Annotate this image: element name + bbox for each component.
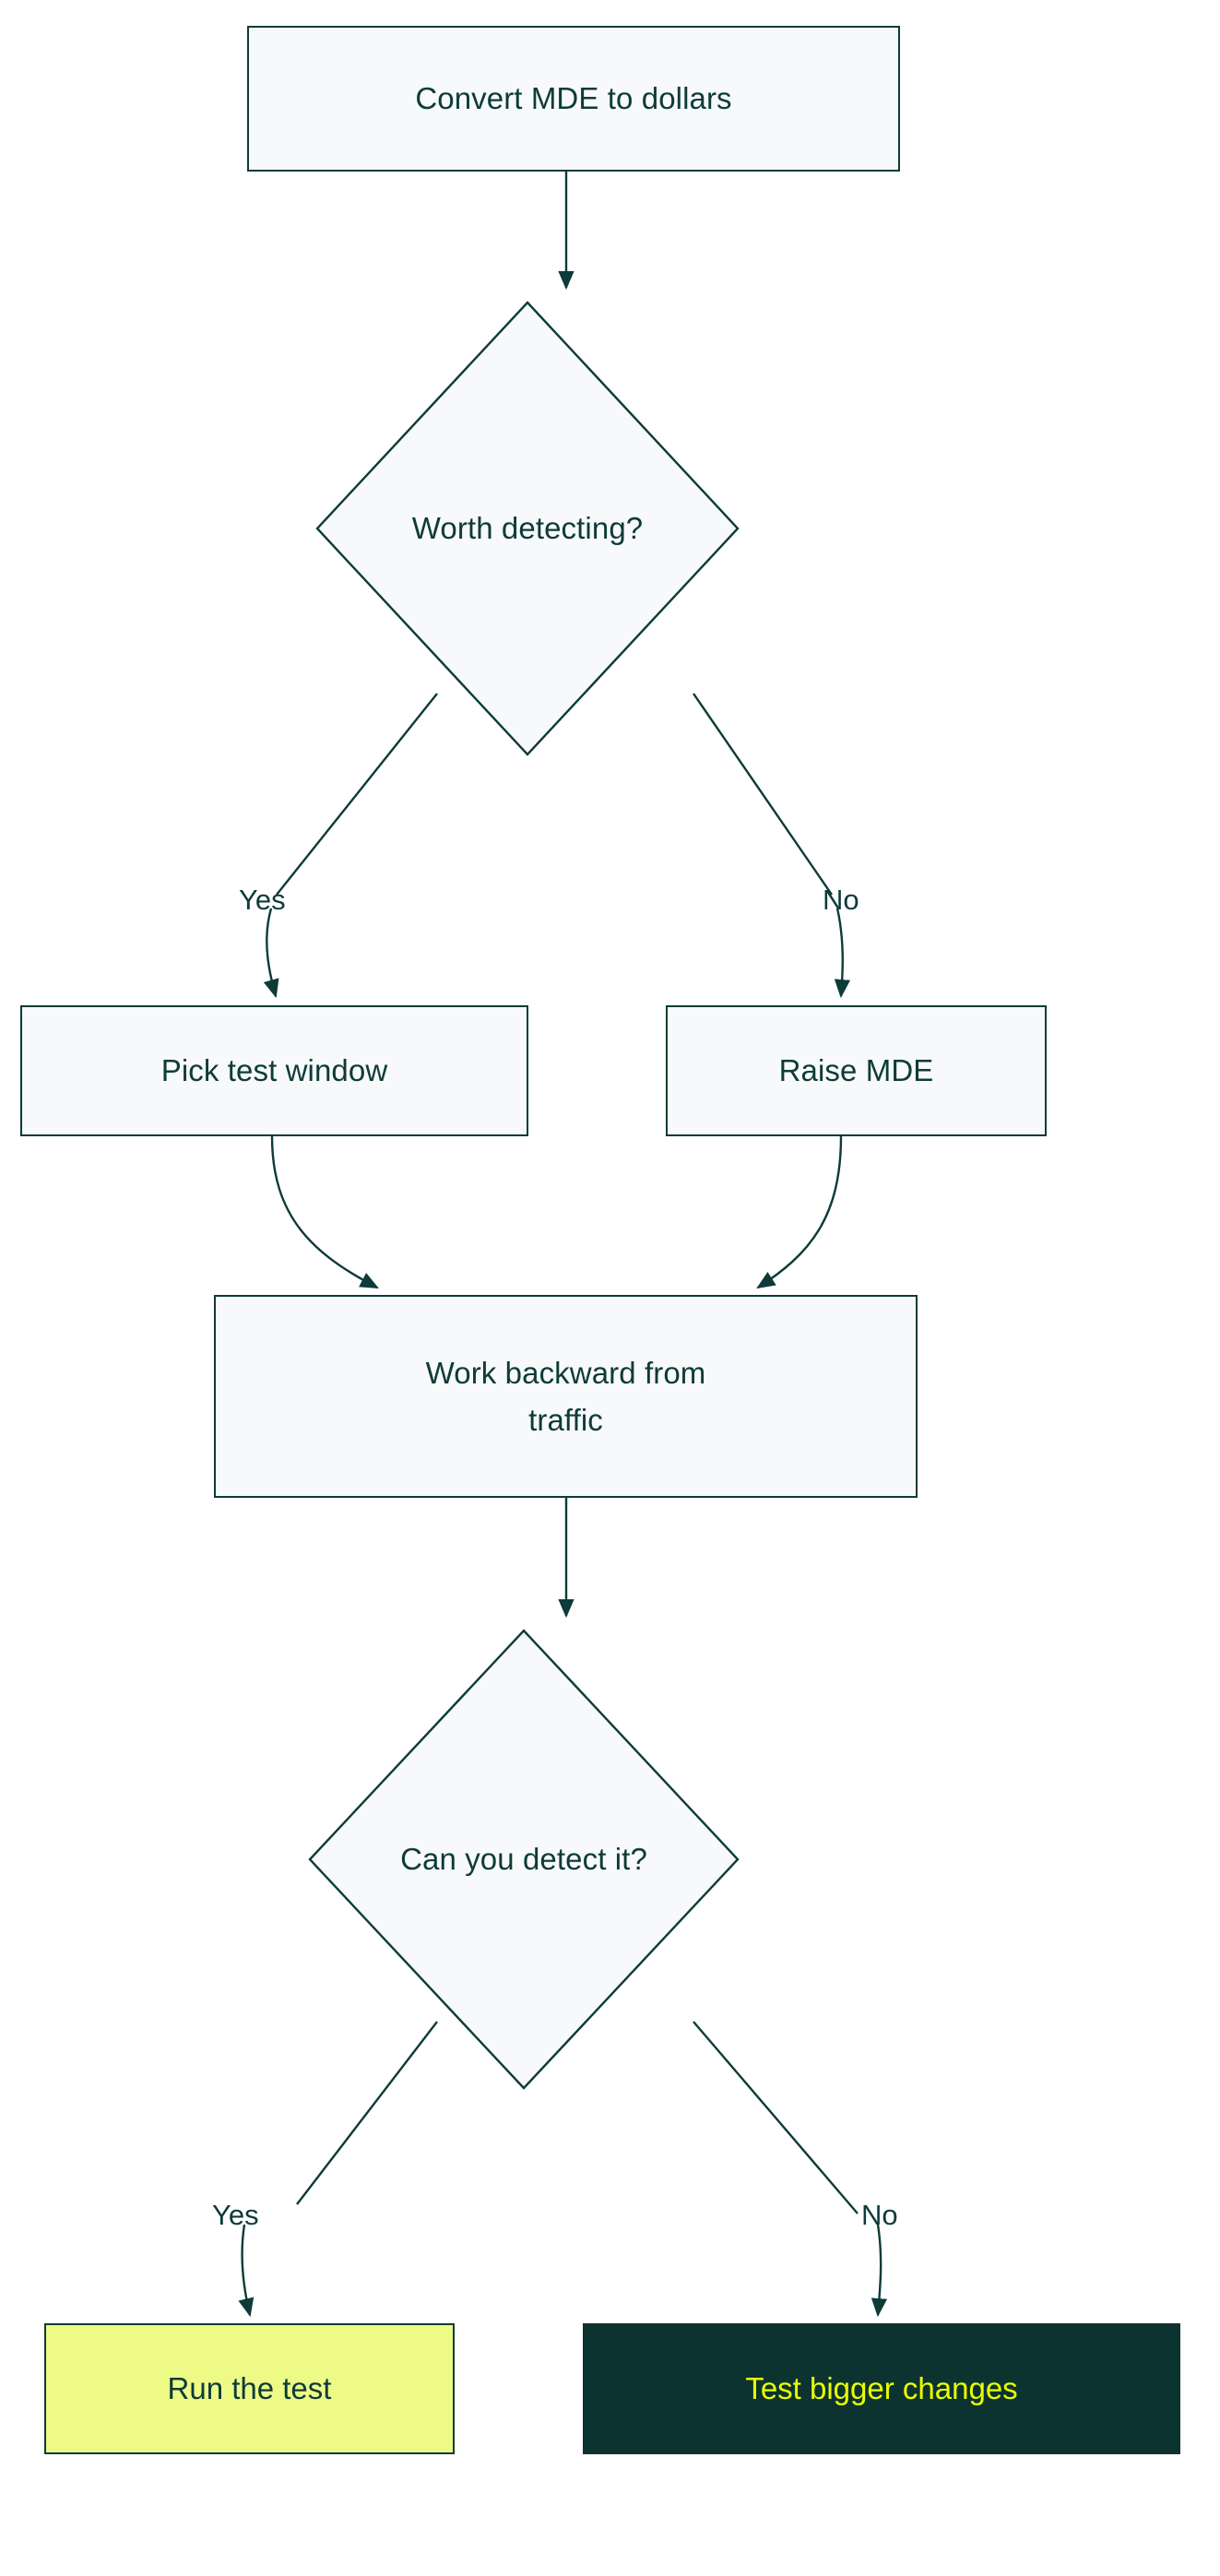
node-raise-mde[interactable]: Raise MDE <box>666 1005 1047 1136</box>
edge-label-detect-no: No <box>861 2199 898 2231</box>
edge-label-worth-no: No <box>823 884 859 916</box>
node-label: Worth detecting? <box>411 511 644 545</box>
edge-label-detect-yes: Yes <box>212 2199 259 2231</box>
node-convert-mde-to-dollars[interactable]: Convert MDE to dollars <box>247 26 900 172</box>
node-run-the-test[interactable]: Run the test <box>44 2323 455 2454</box>
node-work-backward-from-traffic[interactable]: Work backward from traffic <box>214 1295 918 1498</box>
diamond-shape <box>315 301 740 756</box>
edge-worth-to-raise <box>834 908 851 999</box>
node-label: Run the test <box>167 2371 332 2405</box>
node-label: Pick test window <box>160 1053 388 1088</box>
node-can-you-detect-it[interactable]: Can you detect it? <box>308 1629 740 2090</box>
edge-worth-to-pick <box>263 908 279 999</box>
node-label: Convert MDE to dollars <box>415 81 732 116</box>
node-worth-detecting[interactable]: Worth detecting? <box>315 301 740 756</box>
node-label-wrapper: Worth detecting? <box>315 301 740 756</box>
node-label: Can you detect it? <box>400 1842 647 1876</box>
node-test-bigger-changes[interactable]: Test bigger changes <box>583 2323 1180 2454</box>
node-label-wrapper: Can you detect it? <box>308 1629 740 2090</box>
edge-raise-to-backward <box>756 1135 843 1289</box>
node-label: Raise MDE <box>778 1053 934 1088</box>
node-label-line-1: Work backward from <box>425 1355 706 1390</box>
edge-pick-to-backward <box>270 1135 379 1289</box>
node-label-line-2: traffic <box>528 1403 603 1437</box>
edge-candetect-to-runtest <box>238 2224 255 2318</box>
node-label: Test bigger changes <box>745 2371 1018 2405</box>
edge-label-worth-yes: Yes <box>239 884 286 916</box>
edge-candetect-to-bigger <box>871 2224 888 2318</box>
node-pick-test-window[interactable]: Pick test window <box>20 1005 528 1136</box>
diamond-shape <box>308 1629 740 2090</box>
